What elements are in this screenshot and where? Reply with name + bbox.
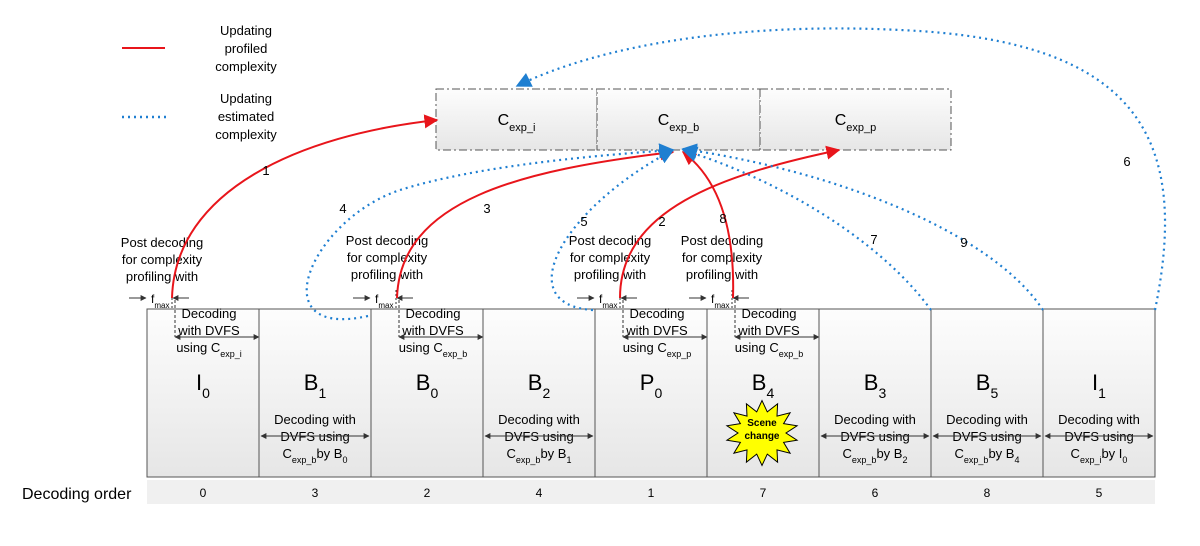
decoding-order-value: 8 — [984, 486, 991, 500]
fmax-markers: fmax fmax fmax fmax — [129, 290, 749, 310]
arrow-7 — [681, 146, 932, 311]
arrow-number-2: 2 — [658, 214, 665, 229]
decoding-order-value: 3 — [312, 486, 319, 500]
decoding-order-strip — [147, 480, 1155, 504]
arrow-number-3: 3 — [483, 201, 490, 216]
decoding-order-label: Decoding order — [22, 486, 132, 503]
frame-label: I0 — [196, 370, 210, 401]
arrow-number-4: 4 — [339, 201, 346, 216]
fmax-marker: fmax — [353, 290, 413, 310]
complexity-box-label: Cexp_i — [498, 112, 536, 134]
complexity-box-label: Cexp_b — [658, 112, 700, 134]
complexity-box-exp-b: Cexp_b — [596, 88, 761, 151]
decoding-order-value: 5 — [1096, 486, 1103, 500]
arrow-2 — [619, 145, 841, 299]
arrow-8 — [681, 151, 735, 299]
arrow-1 — [171, 114, 439, 299]
frame-label: B3 — [864, 370, 887, 401]
frame-label: I1 — [1092, 370, 1106, 401]
fmax-label: fmax — [151, 292, 169, 310]
complexity-boxes: Cexp_i Cexp_b Cexp_p — [435, 88, 952, 151]
frame-label: B2 — [528, 370, 551, 401]
frame-label: B5 — [976, 370, 999, 401]
complexity-box-exp-p: Cexp_p — [759, 88, 952, 151]
estimated-complexity-arrows — [305, 27, 1167, 321]
arrow-number-8: 8 — [719, 211, 726, 226]
arrow-3 — [396, 146, 675, 299]
arrow-6 — [515, 27, 1167, 311]
arrow-number-9: 9 — [960, 235, 967, 250]
arrow-number-1: 1 — [262, 163, 269, 178]
decoding-order-values: 0 3 2 4 1 7 6 8 5 — [200, 486, 1103, 500]
arrow-number-6: 6 — [1123, 154, 1130, 169]
profiled-complexity-arrows — [171, 114, 841, 299]
fmax-marker: fmax — [129, 290, 189, 310]
fmax-marker: fmax — [689, 290, 749, 310]
decoding-order-value: 1 — [648, 486, 655, 500]
decoding-order-value: 2 — [424, 486, 431, 500]
fmax-label: fmax — [711, 292, 729, 310]
decoding-order-value: 0 — [200, 486, 207, 500]
arrow-number-7: 7 — [870, 232, 877, 247]
frame-label: P0 — [640, 370, 663, 401]
decoding-order-value: 4 — [536, 486, 543, 500]
fmax-label: fmax — [375, 292, 393, 310]
frame-label: B1 — [304, 370, 327, 401]
arrow-number-5: 5 — [580, 214, 587, 229]
arrow-9 — [681, 143, 1044, 311]
complexity-box-exp-i: Cexp_i — [435, 88, 598, 151]
frame-label: B0 — [416, 370, 439, 401]
decoding-order-value: 7 — [760, 486, 767, 500]
fmax-marker: fmax — [577, 290, 637, 310]
decoding-order-value: 6 — [872, 486, 879, 500]
arrow-5 — [550, 149, 675, 312]
fmax-label: fmax — [599, 292, 617, 310]
arrow-numbers: 1 2 3 4 5 6 7 8 9 — [262, 154, 1130, 250]
complexity-box-label: Cexp_p — [835, 112, 877, 134]
frame-label: B4 — [752, 370, 775, 401]
